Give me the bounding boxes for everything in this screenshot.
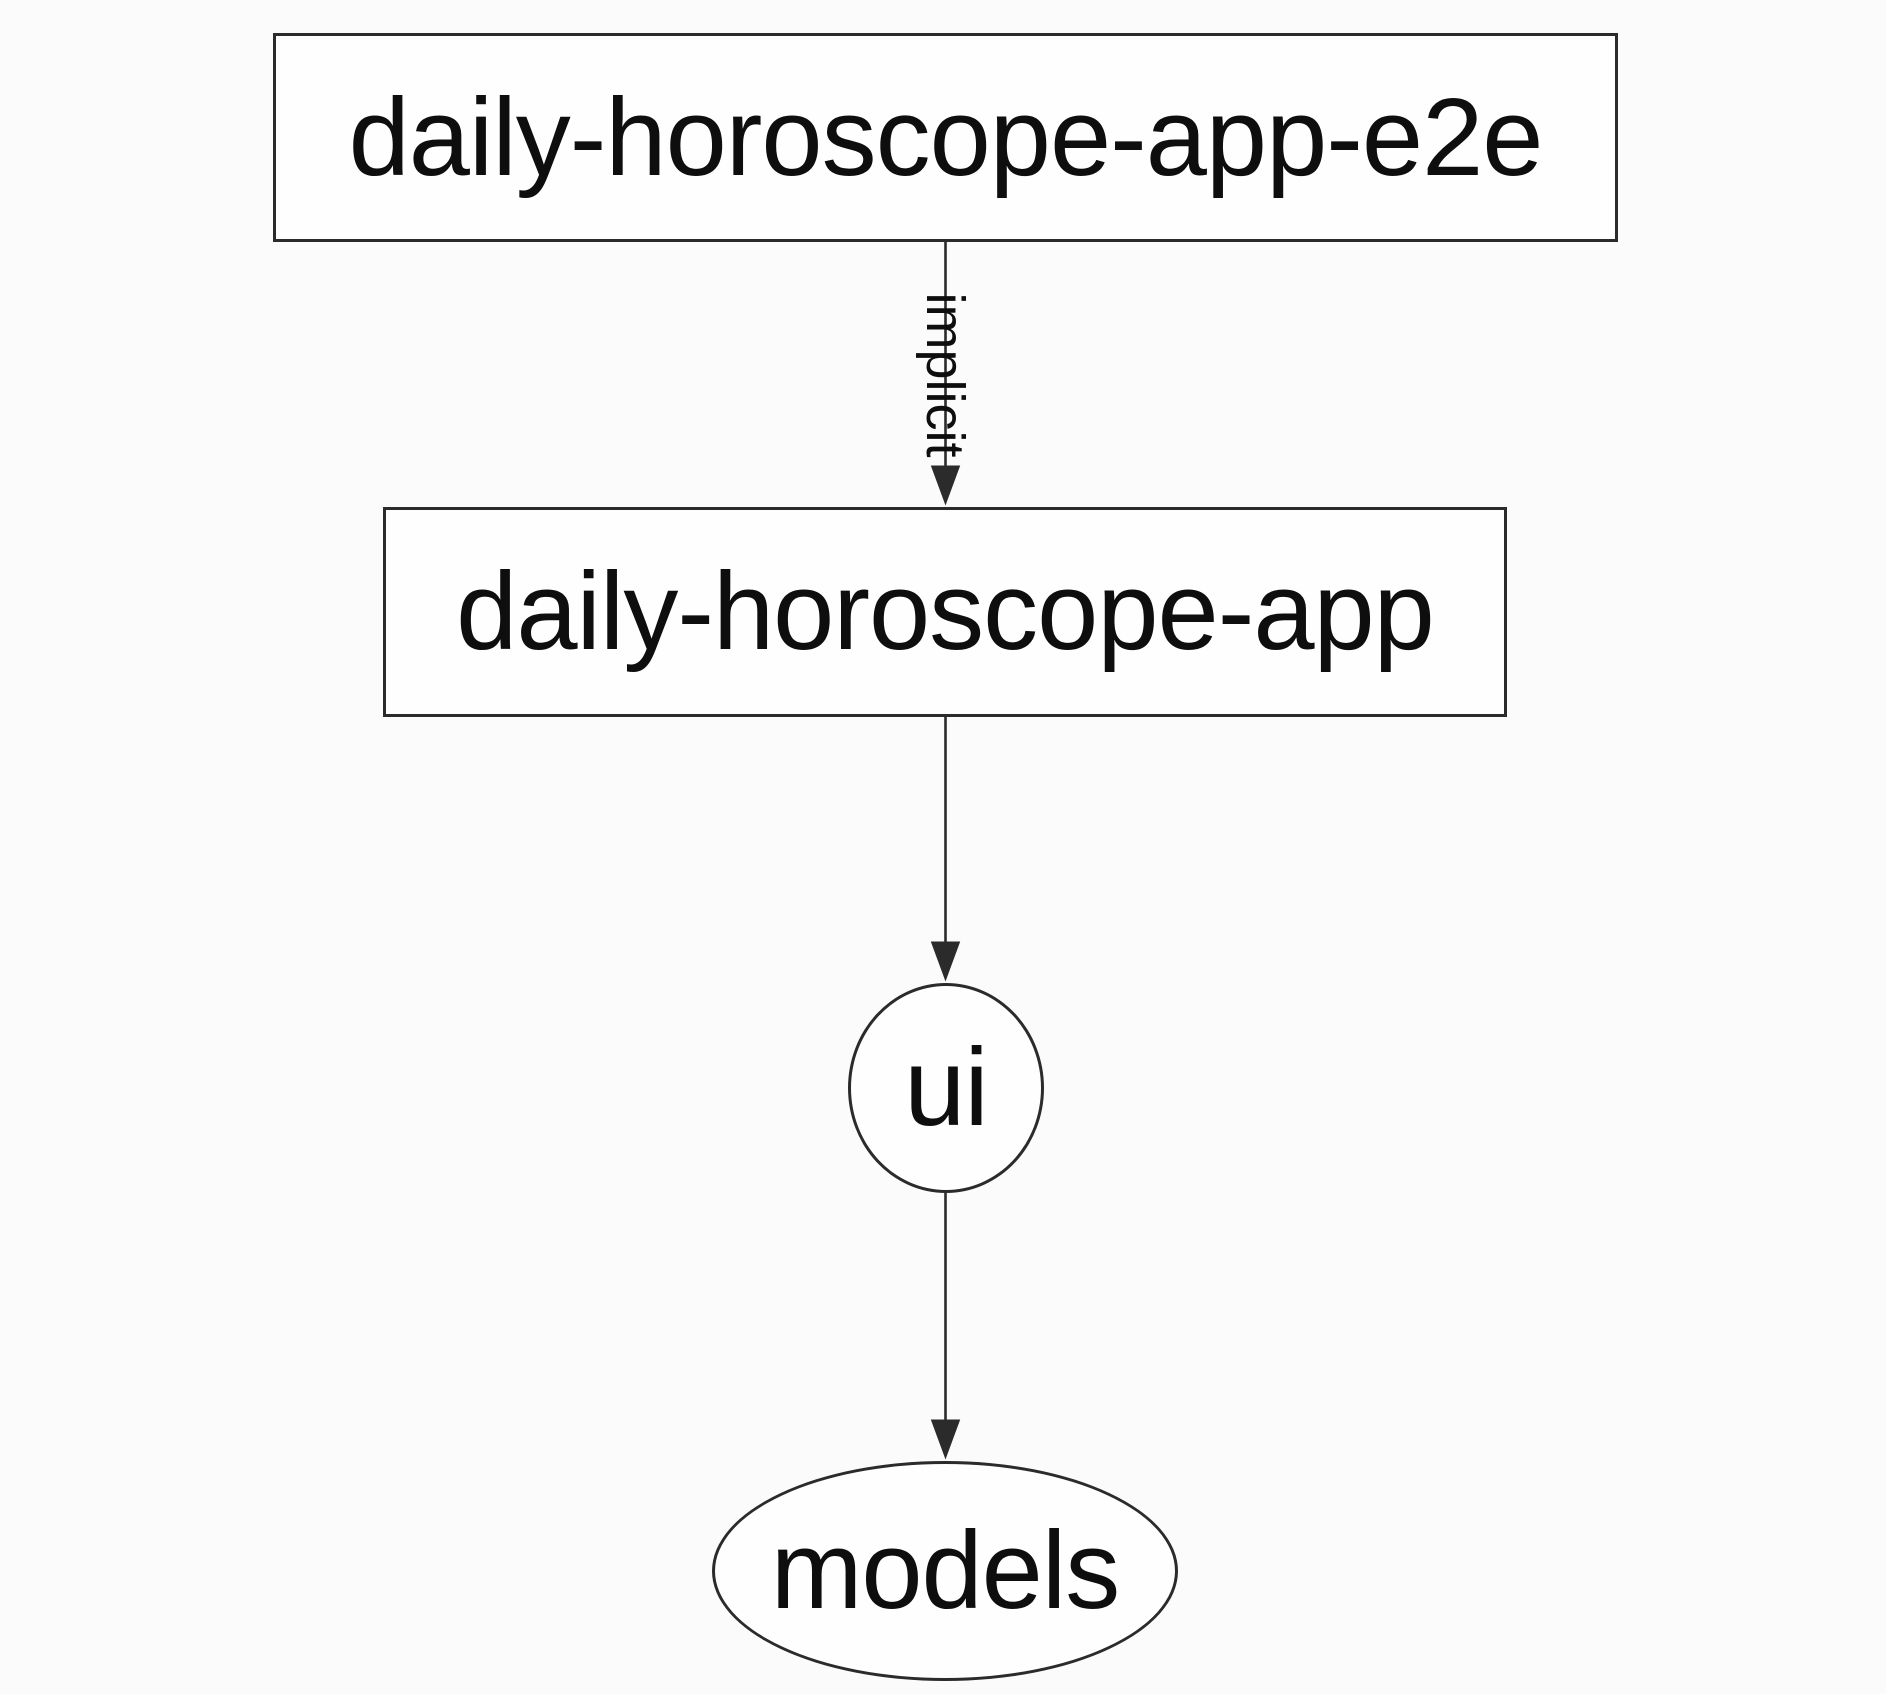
node-label: ui	[904, 1026, 989, 1149]
node-label: daily-horoscope-app-e2e	[348, 75, 1544, 199]
node-daily-horoscope-app[interactable]: daily-horoscope-app	[383, 507, 1507, 717]
edge-label-implicit: implicit	[915, 292, 975, 458]
node-daily-horoscope-app-e2e[interactable]: daily-horoscope-app-e2e	[273, 33, 1618, 242]
node-ui[interactable]: ui	[848, 983, 1044, 1193]
node-models[interactable]: models	[712, 1461, 1178, 1681]
node-label: models	[770, 1509, 1121, 1632]
arrowhead-icon	[930, 941, 961, 982]
arrowhead-icon	[930, 465, 961, 506]
node-label: daily-horoscope-app	[456, 550, 1435, 673]
arrowhead-icon	[930, 1419, 961, 1460]
